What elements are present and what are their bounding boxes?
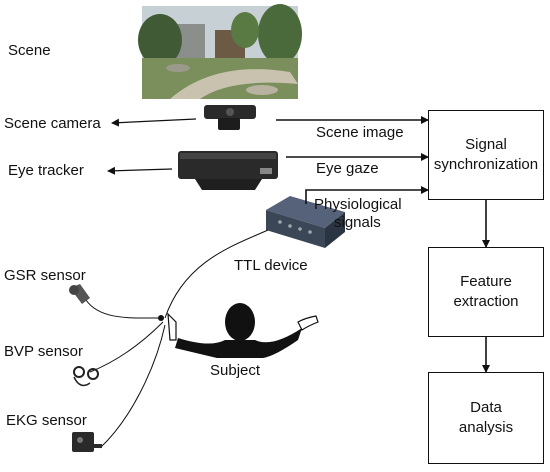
ttl-device-label: TTL device <box>234 257 308 274</box>
ttl-device-icon <box>266 196 345 248</box>
arrow-camera-to-label <box>111 118 197 127</box>
scene-camera-label: Scene camera <box>4 115 101 132</box>
ekg-sensor-label: EKG sensor <box>6 412 87 429</box>
gsr-sensor-icon <box>69 284 90 304</box>
data-analysis-box: Data analysis <box>428 372 544 464</box>
ekg-sensor-icon <box>72 432 102 452</box>
signal-synchronization-box: Signal synchronization <box>428 110 544 200</box>
physiological-signals-label-line2: signals <box>334 214 381 231</box>
scene-label: Scene <box>8 42 51 59</box>
sensor-cables <box>85 229 269 449</box>
subject-label: Subject <box>210 362 261 379</box>
eye-tracker-icon <box>178 151 278 190</box>
signal-synchronization-line2: synchronization <box>433 156 539 173</box>
scene-camera-icon <box>204 105 256 130</box>
bvp-sensor-label: BVP sensor <box>4 343 83 360</box>
eye-tracker-label: Eye tracker <box>8 162 84 179</box>
scene-image-label: Scene image <box>316 124 404 141</box>
eye-gaze-label: Eye gaze <box>316 160 379 177</box>
subject-silhouette-icon <box>158 303 319 358</box>
bvp-sensor-icon <box>73 366 99 387</box>
feature-extraction-box: Feature extraction <box>428 247 544 337</box>
feature-extraction-line1: Feature <box>460 273 512 290</box>
data-analysis-line1: Data <box>470 399 502 416</box>
arrow-physiological <box>305 186 429 204</box>
signal-synchronization-line1: Signal <box>465 136 507 153</box>
feature-extraction-line2: extraction <box>453 293 519 310</box>
physiological-signals-label-line1: Physiological <box>314 196 402 213</box>
scene-photo <box>138 4 302 99</box>
gsr-sensor-label: GSR sensor <box>4 267 86 284</box>
data-analysis-line2: analysis <box>458 419 514 436</box>
arrow-tracker-to-label <box>107 166 173 175</box>
